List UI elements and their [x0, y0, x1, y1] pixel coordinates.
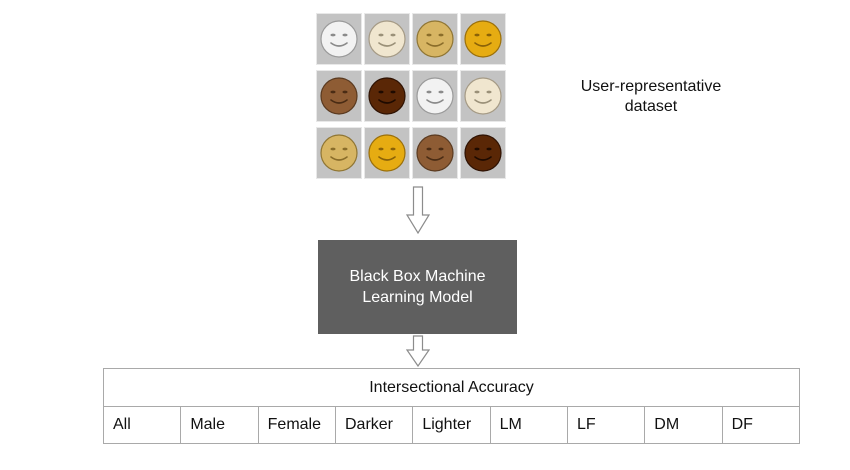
- face-tile: [364, 13, 410, 65]
- smiley-face-icon: [320, 20, 358, 58]
- face-tile: [412, 13, 458, 65]
- model-label-line1: Black Box Machine: [349, 268, 486, 285]
- accuracy-table-title: Intersectional Accuracy: [104, 369, 799, 407]
- face-tile: [460, 13, 506, 65]
- accuracy-column-all: All: [104, 407, 182, 443]
- accuracy-column-df: DF: [731, 416, 753, 433]
- down-arrow-icon: [406, 186, 430, 234]
- smiley-face-icon: [464, 134, 502, 172]
- smiley-face-icon: [464, 77, 502, 115]
- dataset-label: User-representative dataset: [560, 77, 742, 117]
- face-tile: [316, 70, 362, 122]
- smiley-face-icon: [464, 20, 502, 58]
- accuracy-column-lm: LM: [491, 407, 568, 443]
- face-dataset-grid: [316, 13, 508, 179]
- face-tile: [364, 127, 410, 179]
- model-label-line2: Learning Model: [362, 289, 473, 306]
- down-arrow-icon: [406, 335, 430, 367]
- accuracy-column-lighter: Lighter: [413, 407, 491, 443]
- smiley-face-icon: [320, 134, 358, 172]
- smiley-face-icon: [416, 20, 454, 58]
- face-tile: [460, 70, 506, 122]
- dataset-label-line1: User-representative: [580, 78, 722, 95]
- accuracy-column-male: Male: [181, 407, 259, 443]
- face-tile: [364, 70, 410, 122]
- smiley-face-icon: [368, 77, 406, 115]
- dataset-label-line2: dataset: [624, 98, 678, 115]
- smiley-face-icon: [320, 77, 358, 115]
- face-tile: [316, 13, 362, 65]
- black-box-model: Black Box Machine Learning Model: [318, 240, 517, 334]
- face-tile: [412, 127, 458, 179]
- smiley-face-icon: [368, 20, 406, 58]
- smiley-face-icon: [416, 77, 454, 115]
- smiley-face-icon: [368, 134, 406, 172]
- smiley-face-icon: [416, 134, 454, 172]
- accuracy-column-female: Female: [259, 407, 336, 443]
- accuracy-column-dm: DM: [645, 407, 723, 443]
- accuracy-column-darker: Darker: [336, 407, 414, 443]
- face-tile: [460, 127, 506, 179]
- face-tile: [316, 127, 362, 179]
- face-tile: [412, 70, 458, 122]
- accuracy-column-lf: LF: [568, 407, 646, 443]
